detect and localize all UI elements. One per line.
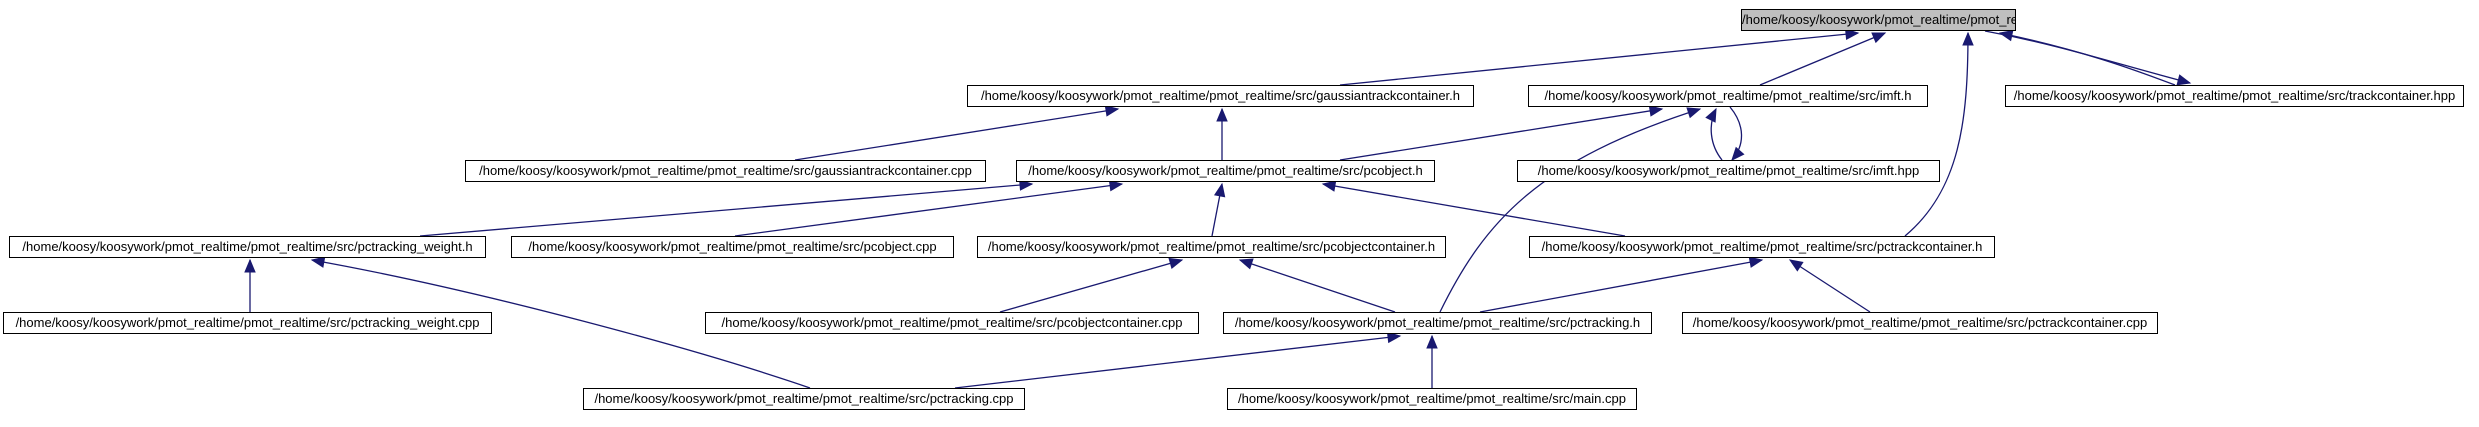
arrowhead-pctrackcontainer-h-to-pcobject-h: [1321, 180, 1337, 192]
edge-pctrackcontainer-h-to-pcobject-h: [1322, 183, 1626, 237]
arrowhead-pctracking-weight-cpp-to-pctracking-weight-h: [244, 258, 256, 273]
arrowhead-pcobject-h-to-imft-h: [1648, 105, 1664, 117]
edge-trackcontainer-h-to-trackcontainer-hpp: [1984, 30, 2191, 84]
arrowhead-pctracking-weight-h-to-pcobject-h: [1019, 179, 1034, 191]
edge-pcobject-h-to-imft-h: [1339, 108, 1663, 161]
edge-pctracking-h-to-imft-h: [1439, 108, 1701, 313]
edge-gaussiantrackcontainer-h-to-trackcontainer-h: [1339, 32, 1859, 86]
arrowhead-pctracking-cpp-to-pctracking-h: [1386, 331, 1402, 344]
arrowhead-pctracking-h-to-imft-h: [1686, 107, 1702, 119]
arrowhead-pcobject-cpp-to-pcobject-h: [1108, 179, 1124, 192]
node-pctrackcontainer-h[interactable]: /home/koosy/koosywork/pmot_realtime/pmot…: [1529, 236, 1995, 258]
arrowhead-imft-hpp-to-imft-h: [1705, 107, 1717, 123]
node-imft-h[interactable]: /home/koosy/koosywork/pmot_realtime/pmot…: [1528, 85, 1928, 107]
edge-pcobjectcontainer-cpp-to-pcobjectcontainer-h: [999, 259, 1183, 313]
edge-pcobject-cpp-to-pcobject-h: [734, 183, 1123, 237]
arrowhead-pctracking-h-to-pctrackcontainer-h: [1748, 256, 1764, 268]
node-pctracking-h[interactable]: /home/koosy/koosywork/pmot_realtime/pmot…: [1223, 312, 1652, 334]
arrowhead-main-cpp-to-pctracking-h: [1426, 334, 1438, 349]
node-gaussiantrackcontainer-h[interactable]: /home/koosy/koosywork/pmot_realtime/pmot…: [967, 85, 1474, 107]
arrowhead-gaussiantrackcontainer-cpp-to-gaussiantrackcontainer-h: [1104, 105, 1120, 117]
edge-pctracking-cpp-to-pctracking-h: [954, 335, 1401, 389]
edge-pctracking-cpp-to-pctracking-weight-h: [311, 259, 811, 389]
node-pctrackcontainer-cpp[interactable]: /home/koosy/koosywork/pmot_realtime/pmot…: [1682, 312, 2158, 334]
node-pctracking-weight-cpp[interactable]: /home/koosy/koosywork/pmot_realtime/pmot…: [3, 312, 492, 334]
edge-imft-h-to-trackcontainer-h: [1759, 32, 1886, 86]
node-trackcontainer-h: /home/koosy/koosywork/pmot_realtime/pmot…: [1741, 9, 2016, 31]
arrowhead-pctracking-cpp-to-pctracking-weight-h: [310, 256, 326, 268]
arrowhead-pcobjectcontainer-h-to-pcobject-h: [1213, 182, 1226, 198]
arrowhead-imft-h-to-imft-hpp: [1731, 146, 1745, 161]
edge-pctracking-h-to-pcobjectcontainer-h: [1239, 259, 1396, 313]
arrowhead-gaussiantrackcontainer-h-to-trackcontainer-h: [1844, 28, 1860, 40]
edge-pctracking-h-to-pctrackcontainer-h: [1479, 259, 1763, 313]
edge-pctrackcontainer-h-to-trackcontainer-h: [1904, 32, 1969, 237]
node-pcobjectcontainer-cpp[interactable]: /home/koosy/koosywork/pmot_realtime/pmot…: [705, 312, 1199, 334]
node-gaussiantrackcontainer-cpp[interactable]: /home/koosy/koosywork/pmot_realtime/pmot…: [465, 160, 986, 182]
node-imft-hpp[interactable]: /home/koosy/koosywork/pmot_realtime/pmot…: [1517, 160, 1940, 182]
edge-gaussiantrackcontainer-cpp-to-gaussiantrackcontainer-h: [794, 108, 1119, 161]
node-trackcontainer-hpp[interactable]: /home/koosy/koosywork/pmot_realtime/pmot…: [2005, 85, 2464, 107]
edge-trackcontainer-hpp-to-trackcontainer-h: [1999, 32, 2176, 86]
node-pctracking-cpp[interactable]: /home/koosy/koosywork/pmot_realtime/pmot…: [583, 388, 1025, 410]
arrowhead-pcobject-h-to-gaussiantrackcontainer-h: [1216, 107, 1228, 122]
node-main-cpp[interactable]: /home/koosy/koosywork/pmot_realtime/pmot…: [1227, 388, 1637, 410]
arrowhead-pctracking-h-to-pcobjectcontainer-h: [1238, 258, 1254, 270]
node-pcobjectcontainer-h[interactable]: /home/koosy/koosywork/pmot_realtime/pmot…: [977, 236, 1446, 258]
edge-pctracking-weight-h-to-pcobject-h: [419, 183, 1033, 237]
arrowhead-pcobjectcontainer-cpp-to-pcobjectcontainer-h: [1168, 257, 1184, 269]
arrowhead-pctrackcontainer-cpp-to-pctrackcontainer-h: [1788, 259, 1804, 272]
arrowhead-trackcontainer-h-to-trackcontainer-hpp: [2176, 74, 2192, 86]
node-pcobject-h[interactable]: /home/koosy/koosywork/pmot_realtime/pmot…: [1016, 160, 1435, 182]
edge-pctrackcontainer-cpp-to-pctrackcontainer-h: [1789, 259, 1871, 313]
node-pctracking-weight-h[interactable]: /home/koosy/koosywork/pmot_realtime/pmot…: [9, 236, 486, 258]
node-pcobject-cpp[interactable]: /home/koosy/koosywork/pmot_realtime/pmot…: [511, 236, 954, 258]
arrowhead-pctrackcontainer-h-to-trackcontainer-h: [1962, 31, 1974, 46]
arrowhead-imft-h-to-trackcontainer-h: [1871, 32, 1887, 44]
